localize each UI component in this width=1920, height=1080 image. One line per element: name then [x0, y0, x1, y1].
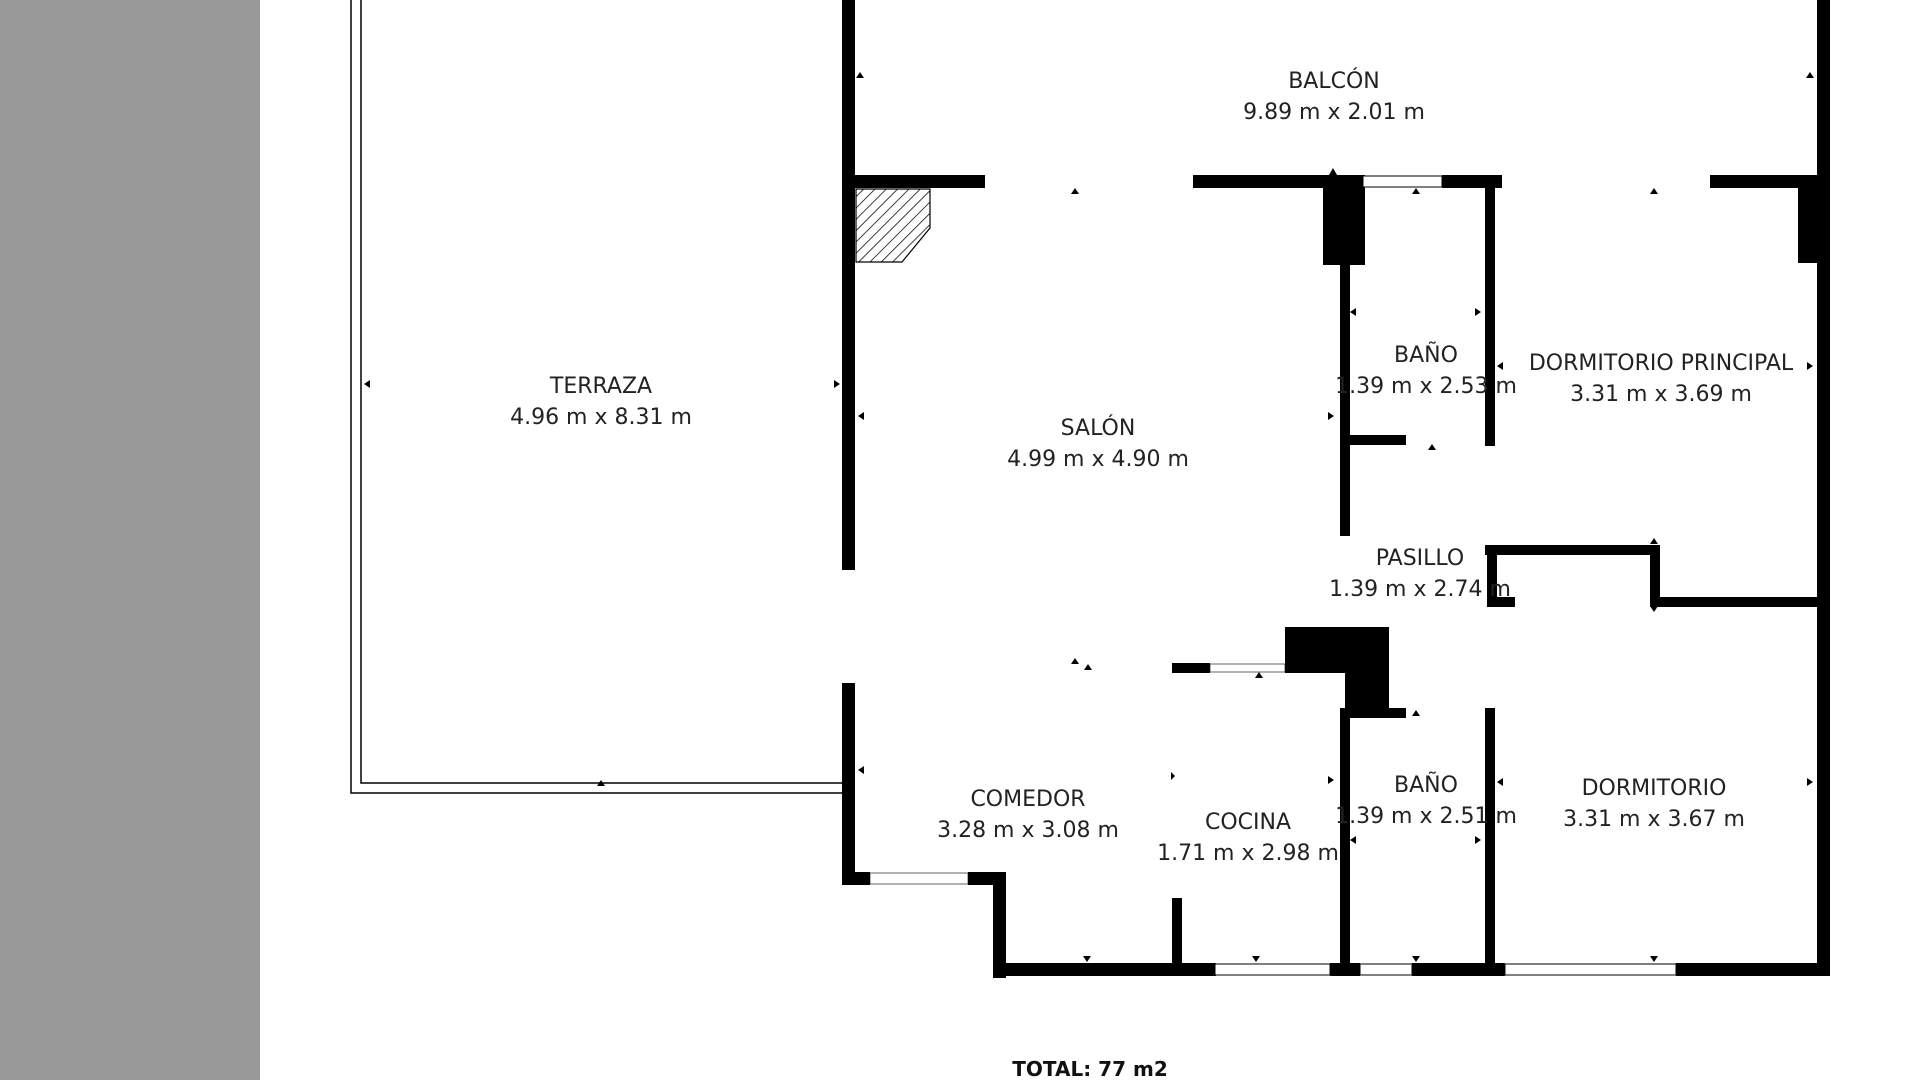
total-area: TOTAL: 77 m2 [1012, 1057, 1167, 1080]
room-name-salon: SALÓN [1061, 415, 1136, 441]
room-dims-cocina: 1.71 m x 2.98 m [1157, 841, 1339, 866]
terrace-outline [350, 0, 842, 794]
room-name-bano-1: BAÑO [1394, 341, 1458, 368]
room-name-pasillo: PASILLO [1376, 546, 1464, 571]
room-name-dormitorio-principal: DORMITORIO PRINCIPAL [1529, 351, 1794, 376]
left-gray-panel [0, 0, 260, 1080]
room-name-comedor: COMEDOR [970, 787, 1085, 812]
room-dims-balcon: 9.89 m x 2.01 m [1243, 100, 1425, 125]
room-dims-dormitorio-principal: 3.31 m x 3.69 m [1570, 382, 1752, 407]
room-dims-bano-2: 1.39 m x 2.51 m [1335, 804, 1517, 829]
fireplace-hatch [855, 188, 931, 263]
room-dims-bano-1: 1.39 m x 2.53 m [1335, 374, 1517, 399]
room-dims-salon: 4.99 m x 4.90 m [1007, 447, 1189, 472]
walls [842, 0, 1830, 978]
room-name-balcon: BALCÓN [1288, 68, 1380, 94]
room-dims-comedor: 3.28 m x 3.08 m [937, 818, 1119, 843]
room-name-cocina: COCINA [1205, 810, 1291, 835]
room-dims-pasillo: 1.39 m x 2.74 m [1329, 577, 1511, 602]
room-dims-dormitorio: 3.31 m x 3.67 m [1563, 807, 1745, 832]
window-openings [869, 175, 1677, 976]
room-labels: BALCÓN 9.89 m x 2.01 m TERRAZA 4.96 m x … [510, 68, 1794, 1080]
dimension-markers [364, 72, 1814, 962]
room-dims-terraza: 4.96 m x 8.31 m [510, 405, 692, 430]
room-name-dormitorio: DORMITORIO [1582, 776, 1727, 801]
room-name-terraza: TERRAZA [549, 374, 652, 399]
room-name-bano-2: BAÑO [1394, 771, 1458, 798]
